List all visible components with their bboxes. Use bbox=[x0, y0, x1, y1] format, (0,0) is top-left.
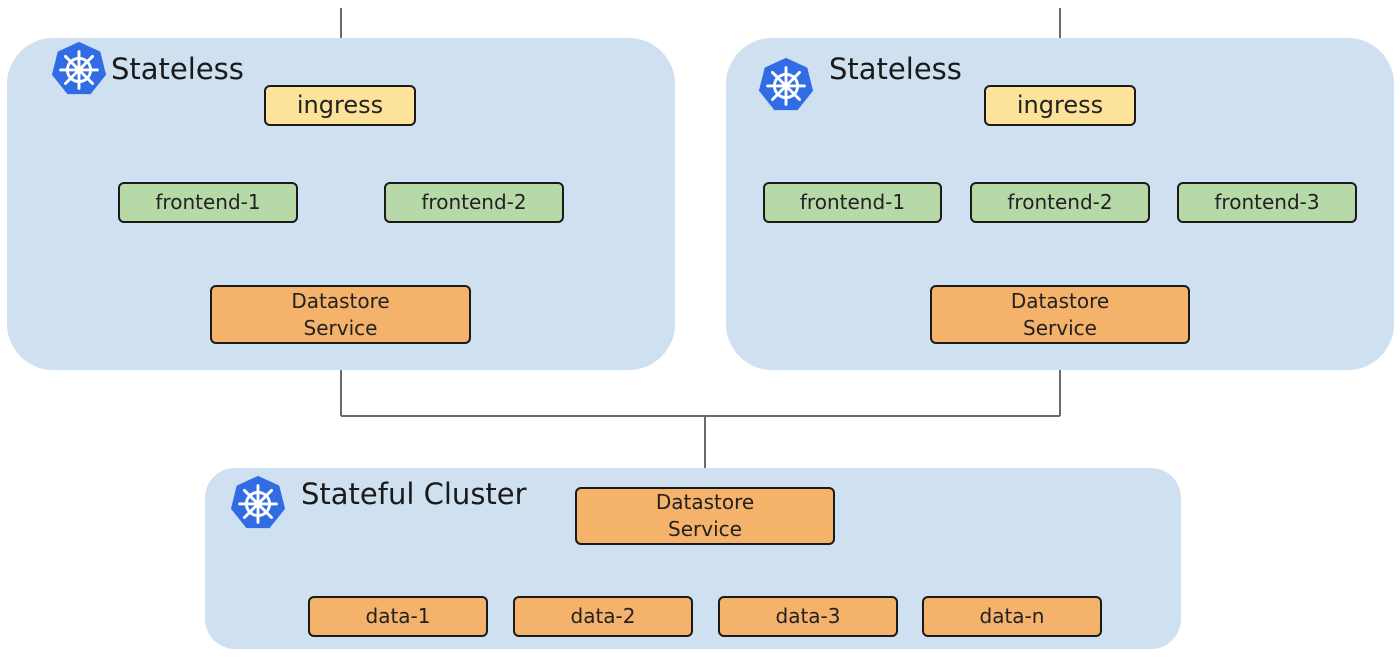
datastore-service-node: Datastore Service bbox=[575, 487, 835, 545]
frontend-node: frontend-2 bbox=[970, 182, 1150, 223]
frontend-node: frontend-1 bbox=[118, 182, 298, 223]
data-node: data-n bbox=[922, 596, 1102, 637]
datastore-service-node: Datastore Service bbox=[930, 285, 1190, 344]
data-node: data-1 bbox=[308, 596, 488, 637]
ingress-node: ingress bbox=[264, 85, 416, 126]
data-node: data-2 bbox=[513, 596, 693, 637]
data-node: data-3 bbox=[718, 596, 898, 637]
frontend-node: frontend-1 bbox=[763, 182, 942, 223]
ingress-node: ingress bbox=[984, 85, 1136, 126]
cluster-title: Stateless bbox=[829, 52, 962, 86]
cluster-title: Stateless bbox=[111, 52, 244, 86]
kubernetes-helm-icon bbox=[51, 41, 107, 95]
kubernetes-helm-icon bbox=[230, 475, 286, 529]
cluster-title: Stateful Cluster bbox=[301, 477, 527, 511]
frontend-node: frontend-2 bbox=[384, 182, 564, 223]
frontend-node: frontend-3 bbox=[1177, 182, 1357, 223]
datastore-service-node: Datastore Service bbox=[210, 285, 471, 344]
kubernetes-helm-icon bbox=[758, 57, 814, 111]
